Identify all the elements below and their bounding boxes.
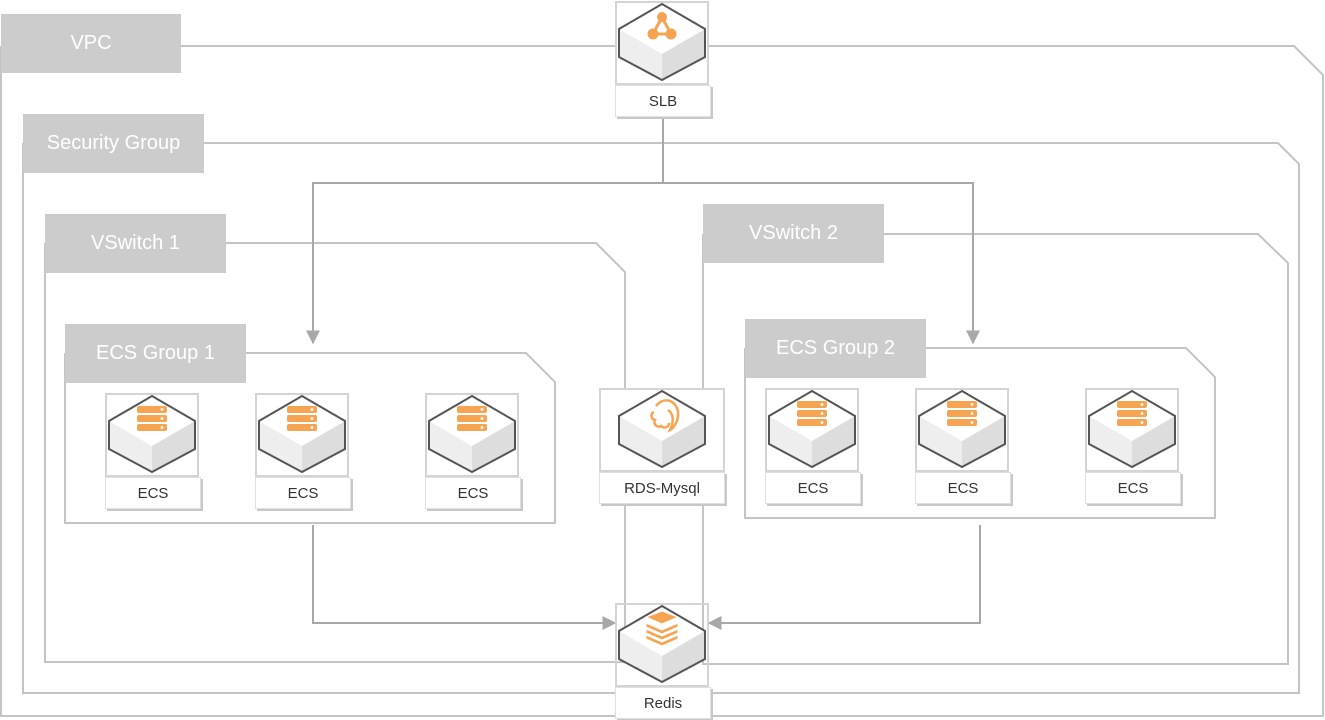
cube-icon	[1088, 389, 1176, 469]
ecs-node[interactable]: ECS	[765, 388, 861, 504]
cube-icon	[768, 389, 856, 469]
vswitch2-outline	[702, 233, 1289, 665]
cube-icon	[618, 389, 706, 469]
vpc-label: VPC	[1, 14, 181, 73]
server-glyph	[947, 401, 977, 426]
ecs-group2-outline	[744, 347, 1216, 519]
node-label: ECS	[425, 477, 521, 509]
vswitch1-label: VSwitch 1	[45, 214, 226, 273]
connector-ecs-group2-to-redis	[707, 525, 981, 630]
redis-node[interactable]: Redis	[615, 603, 711, 719]
connector-ecs-group1-to-redis	[312, 525, 617, 630]
slb-glyph	[647, 12, 677, 40]
ecs-node[interactable]: ECS	[105, 393, 201, 509]
node-label: ECS	[255, 477, 351, 509]
node-label: ECS	[1085, 472, 1181, 504]
vswitch2-label: VSwitch 2	[703, 204, 884, 263]
ecs-node[interactable]: ECS	[255, 393, 351, 509]
connector-slb-to-ecs-group2	[663, 182, 980, 345]
server-glyph	[137, 406, 167, 431]
node-label: SLB	[615, 85, 711, 117]
vpc-outline	[0, 45, 1324, 717]
cube-icon	[428, 394, 516, 474]
connector-slb-to-ecs-group1	[306, 182, 663, 345]
security-group-outline	[22, 142, 1300, 694]
rds-mysql-node[interactable]: RDS-Mysql	[599, 388, 725, 504]
cube-icon	[618, 2, 706, 82]
dolphin-glyph	[650, 399, 680, 433]
ecs-node[interactable]: ECS	[1085, 388, 1181, 504]
security-group-label: Security Group	[23, 114, 204, 173]
cube-icon	[258, 394, 346, 474]
cube-icon	[618, 604, 706, 684]
ecs-node[interactable]: ECS	[915, 388, 1011, 504]
cube-icon	[108, 394, 196, 474]
cube-icon	[918, 389, 1006, 469]
ecs-group1-outline	[64, 352, 556, 524]
ecs-group2-label: ECS Group 2	[745, 319, 926, 378]
ecs-group1-label: ECS Group 1	[65, 324, 246, 383]
server-glyph	[797, 401, 827, 426]
server-glyph	[457, 406, 487, 431]
node-frame	[615, 603, 709, 687]
node-label: ECS	[105, 477, 201, 509]
server-glyph	[287, 406, 317, 431]
node-label: RDS-Mysql	[599, 472, 725, 504]
slb-node[interactable]: SLB	[615, 1, 711, 117]
redis-glyph	[644, 610, 680, 647]
node-label: ECS	[915, 472, 1011, 504]
ecs-node[interactable]: ECS	[425, 393, 521, 509]
node-label: Redis	[615, 687, 711, 719]
server-glyph	[1117, 401, 1147, 426]
node-label: ECS	[765, 472, 861, 504]
